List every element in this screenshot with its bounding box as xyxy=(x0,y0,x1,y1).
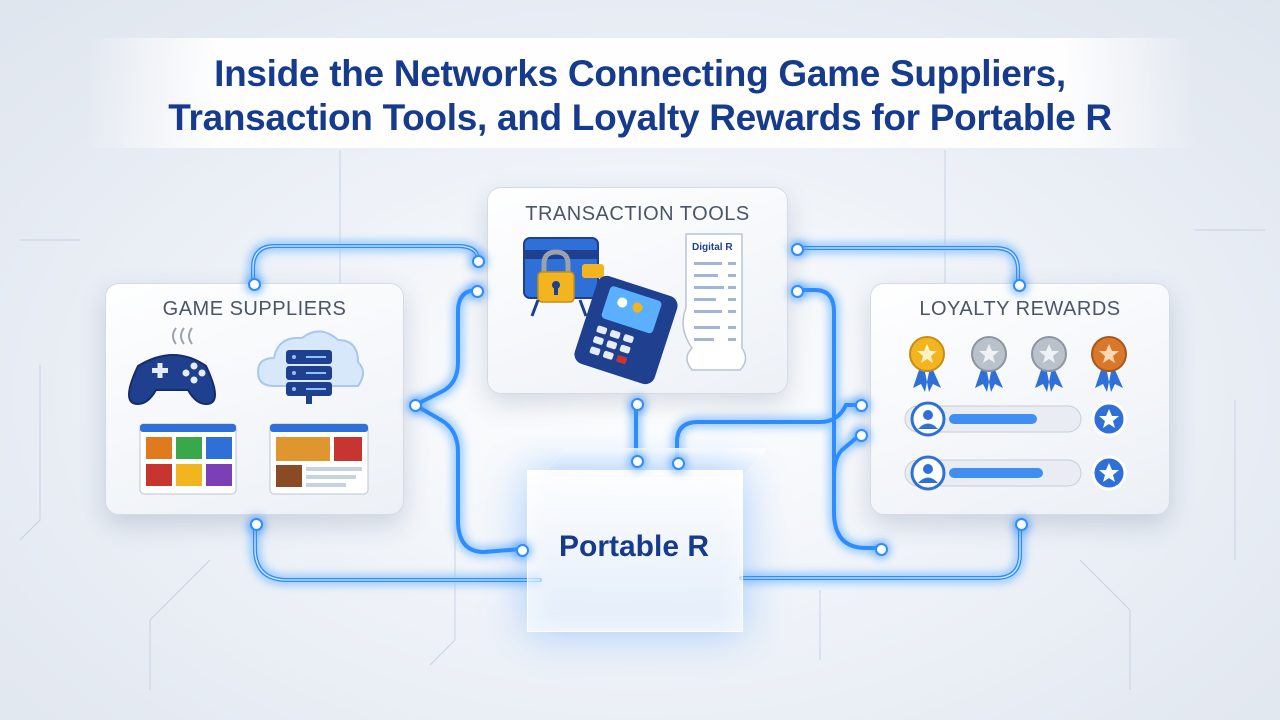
connector-node xyxy=(516,544,529,557)
bronze-medal-icon xyxy=(1091,336,1127,392)
loyalty-rewards-label: LOYALTY REWARDS xyxy=(919,298,1121,320)
connector-node xyxy=(1015,518,1028,531)
title-banner: Inside the Networks Connecting Game Supp… xyxy=(85,38,1195,148)
transaction-tools-art: Digital R xyxy=(523,233,747,385)
star-badge-icon-2 xyxy=(1091,455,1127,491)
title-line-2: Transaction Tools, and Loyalty Rewards f… xyxy=(168,97,1112,138)
gold-medal-icon xyxy=(909,336,945,392)
cloud-server-icon xyxy=(256,330,364,404)
game-suppliers-art xyxy=(128,327,369,495)
silver-medal-icon xyxy=(971,336,1007,392)
receipt-header: Digital R xyxy=(692,242,733,253)
circuit-traces xyxy=(19,150,1265,690)
connector-node xyxy=(631,398,644,411)
connector-node xyxy=(409,399,422,412)
receipt-icon: Digital R xyxy=(682,233,747,371)
secure-card-icon xyxy=(523,237,604,317)
game-catalog-window-icon xyxy=(139,423,237,495)
connector-node xyxy=(672,457,685,470)
pos-terminal-icon xyxy=(574,275,678,385)
connector-node xyxy=(791,285,804,298)
user-progress-bar xyxy=(904,401,1082,437)
connector-node xyxy=(471,285,484,298)
title-line-1: Inside the Networks Connecting Game Supp… xyxy=(214,53,1066,94)
game-suppliers-label: GAME SUPPLIERS xyxy=(162,298,347,320)
user-progress-bar-2 xyxy=(904,455,1082,491)
game-lobby-window-icon xyxy=(269,423,369,495)
silver-medal-icon-2 xyxy=(1031,336,1067,392)
connector-node xyxy=(791,243,804,256)
connector-node xyxy=(250,518,263,531)
loyalty-rewards-panel: LOYALTY REWARDS xyxy=(870,283,1170,515)
hub-label: Portable R xyxy=(558,530,710,563)
connector-node xyxy=(472,255,485,268)
gamepad-icon xyxy=(128,327,216,406)
transaction-tools-label: TRANSACTION TOOLS xyxy=(525,203,750,225)
connector-node xyxy=(875,543,888,556)
game-suppliers-panel: GAME SUPPLIERS xyxy=(105,283,404,515)
transaction-tools-panel: TRANSACTION TOOLS Digital R xyxy=(487,187,788,394)
connector-node xyxy=(855,429,868,442)
portable-r-hub xyxy=(527,470,743,632)
connector-node xyxy=(855,399,868,412)
loyalty-rewards-art xyxy=(904,336,1127,491)
wire-highlight xyxy=(252,245,1021,581)
connector-node xyxy=(1013,279,1026,292)
connector-node xyxy=(248,278,261,291)
connector-node xyxy=(631,455,644,468)
star-badge-icon xyxy=(1091,401,1127,437)
